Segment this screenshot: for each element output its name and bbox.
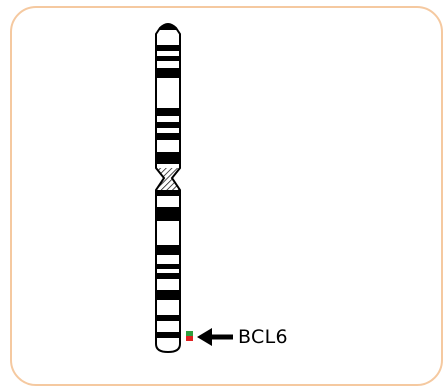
chromosome-bands (156, 24, 180, 352)
gene-label: BCL6 (238, 326, 288, 348)
figure-panel (10, 6, 443, 386)
locus-marker-green (186, 331, 193, 336)
arrow-left-icon (197, 328, 233, 346)
locus-marker-red (186, 336, 193, 341)
chromosome-outline (155, 23, 181, 354)
chromosome-ideogram (155, 23, 233, 354)
